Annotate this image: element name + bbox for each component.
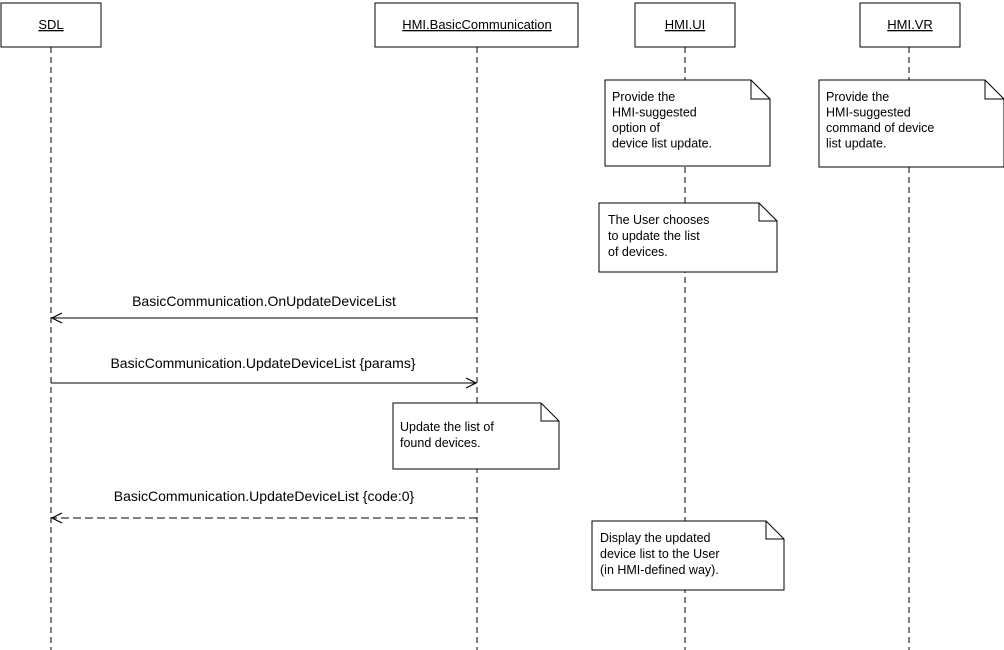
- note-line: found devices.: [400, 436, 481, 450]
- actor-vr-label: HMI.VR: [887, 17, 933, 32]
- actor-basic-communication-label: HMI.BasicCommunication: [402, 17, 552, 32]
- note-user-choose: The User chooses to update the list of d…: [598, 202, 778, 273]
- note-line: Provide the: [826, 90, 889, 104]
- actor-sdl-label: SDL: [38, 17, 63, 32]
- note-line: of devices.: [608, 245, 668, 259]
- message-update-device-list-response: BasicCommunication.UpdateDeviceList {cod…: [52, 488, 477, 518]
- message-update-device-list-request: BasicCommunication.UpdateDeviceList {par…: [51, 355, 476, 383]
- note-line: The User chooses: [608, 213, 709, 227]
- note-line: option of: [612, 121, 660, 135]
- svg-text:Provide the HMI-suggeste: Provide the HMI-suggested option of devi…: [612, 90, 712, 151]
- message-label: BasicCommunication.UpdateDeviceList {par…: [110, 355, 415, 371]
- note-line: list update.: [826, 137, 886, 151]
- message-on-update-device-list: BasicCommunication.OnUpdateDeviceList: [52, 293, 477, 318]
- message-label: BasicCommunication.UpdateDeviceList {cod…: [114, 488, 415, 504]
- svg-text:Display the updated devi: Display the updated device list to the U…: [600, 531, 723, 577]
- note-line: command of device: [826, 121, 934, 135]
- note-bc-update: Update the list of found devices.: [392, 402, 560, 470]
- svg-text:Update the list of found: Update the list of found devices.: [400, 420, 497, 450]
- message-label: BasicCommunication.OnUpdateDeviceList: [132, 293, 396, 309]
- note-line: HMI-suggested: [612, 106, 697, 120]
- note-vr-suggest: Provide the HMI-suggested command of dev…: [818, 79, 1004, 168]
- note-line: Update the list of: [400, 420, 494, 434]
- note-ui-display: Display the updated device list to the U…: [591, 520, 785, 591]
- note-line: device list to the User: [600, 547, 720, 561]
- note-line: (in HMI-defined way).: [600, 563, 719, 577]
- note-line: Provide the: [612, 90, 675, 104]
- actor-sdl: SDL: [0, 2, 102, 48]
- note-ui-suggest: Provide the HMI-suggested option of devi…: [604, 79, 771, 167]
- actor-ui-label: HMI.UI: [665, 17, 705, 32]
- note-line: HMI-suggested: [826, 106, 911, 120]
- note-line: device list update.: [612, 137, 712, 151]
- svg-text:The User chooses to upda: The User chooses to update the list of d…: [608, 213, 713, 259]
- svg-text:Provide the HMI-suggeste: Provide the HMI-suggested command of dev…: [826, 90, 938, 151]
- note-line: Display the updated: [600, 531, 711, 545]
- actor-vr: HMI.VR: [859, 2, 961, 48]
- actor-ui: HMI.UI: [634, 2, 736, 48]
- actor-basic-communication: HMI.BasicCommunication: [374, 2, 579, 48]
- note-line: to update the list: [608, 229, 700, 243]
